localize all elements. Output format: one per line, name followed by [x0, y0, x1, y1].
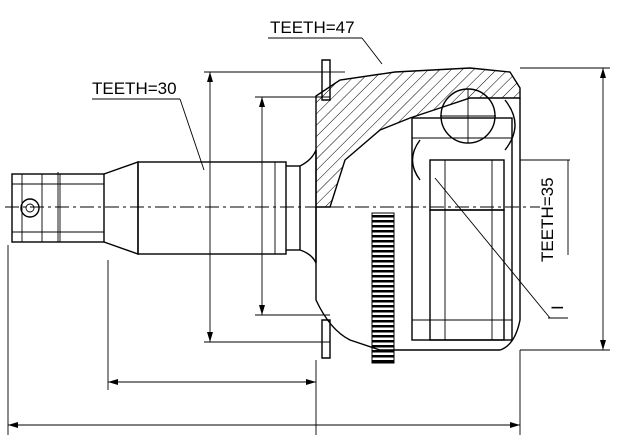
outer-housing [315, 59, 521, 359]
shaft-taper [103, 161, 139, 255]
abs-tone-ring [371, 212, 395, 364]
label-teeth-outer: TEETH=47 [270, 18, 355, 37]
inner-race [411, 99, 516, 341]
dimension-lines [7, 67, 610, 435]
splined-shaft [137, 149, 317, 264]
label-teeth-shaft: TEETH=30 [92, 79, 177, 98]
label-teeth-inner: TEETH=35 [538, 177, 557, 262]
leader-lines [92, 37, 570, 319]
center-hole [20, 198, 40, 218]
label-callout-mark: I [548, 305, 567, 310]
